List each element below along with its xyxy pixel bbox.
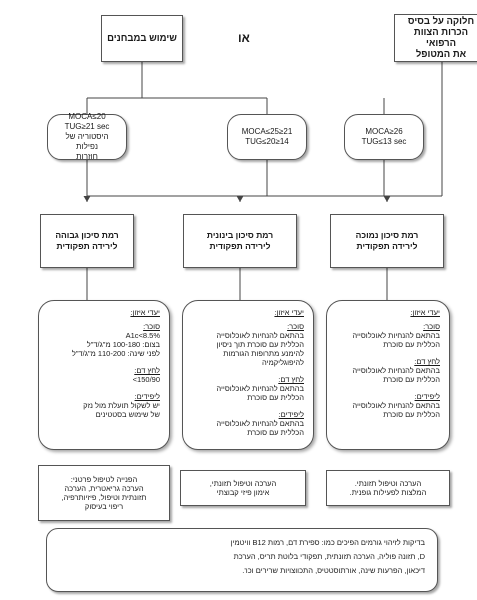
level-high-line-1: רמת סיכון גבוהה — [55, 230, 119, 240]
goals-mid-sugar-line-4: להיפוגליקמיה — [262, 358, 304, 367]
goals-mid-lipid-line-2: הכללית עם סוכרת — [247, 428, 304, 437]
reversible-factors-line-2: D, תזונה פוליה, הערכה תזונתית, תפקודי בל… — [233, 552, 425, 561]
goals-mid-bp-line-2: הכללית עם סוכרת — [247, 393, 304, 402]
level-low-box: רמת סיכון נמוכה לירידה תפקודית — [330, 214, 444, 268]
criteria-mid-line-1: 21≤MOCA≤25 — [241, 127, 293, 136]
basis-line-1: חלוקה על בסיס — [407, 16, 475, 27]
goals-mid-lipid-line-1: בהתאם להנחיות לאוכלוסייה — [216, 419, 304, 428]
criteria-low-line-1: MOCA≥26 — [365, 127, 403, 136]
goals-high-sugar-bedtime: לפני שינה: 110-200 מ"ג/ד"ל — [71, 349, 160, 358]
criteria-high-box: MOCA≤20 TUG≥21 sec היסטוריה של נפילות חו… — [47, 112, 127, 161]
goals-mid-bp-line-1: בהתאם להנחיות לאוכלוסייה — [216, 384, 304, 393]
reversible-factors-line-1: בדיקות לזיהוי גורמים הפיכים כמו: ספירת ד… — [230, 538, 425, 547]
goals-high-sugar-a1c: A1c<8.5% — [125, 331, 160, 340]
referral-mid-line-1: הערכה וטיפול תזונתי, — [209, 479, 277, 488]
goals-high-sugar-head: סוכר: — [143, 322, 160, 331]
goals-mid-sugar-line-1: בהתאם להנחיות לאוכלוסייה — [216, 331, 304, 340]
goals-low-lipid-line-1: בהתאם להנחיות לאוכלוסייה — [352, 401, 440, 410]
goals-mid-box: יעדי איזון: סוכר: בהתאם להנחיות לאוכלוסי… — [182, 300, 314, 450]
goals-high-lipid-line-2: של שימוש בסטטינים — [95, 410, 160, 419]
criteria-mid-box: 21≤MOCA≤25 14≤TUG≤20 — [227, 114, 307, 160]
goals-low-lipid-line-2: הכללית עם סוכרת — [383, 410, 440, 419]
referral-high-box: הפנייה לטיפול פרטני: הערכה גריאטרית, הער… — [38, 465, 170, 521]
level-mid-line-1: רמת סיכון בינונית — [206, 230, 274, 240]
goals-high-sugar-fasting: בצום: 100-180 מ"ג/ד"ל — [86, 340, 160, 349]
basis-line-2: הכרות הצוות הרפואי — [413, 27, 469, 49]
goals-mid-lipid-head: ליפידים: — [278, 410, 304, 419]
referral-mid-line-2: אימון פיזי קבוצתי — [216, 488, 270, 497]
criteria-high-line-2: TUG≥21 sec — [64, 122, 110, 131]
basis-line-3: את המטופל — [415, 49, 467, 60]
reversible-factors-box: בדיקות לזיהוי גורמים הפיכים כמו: ספירת ד… — [46, 528, 438, 592]
level-high-box: רמת סיכון גבוהה לירידה תפקודית — [40, 214, 134, 268]
goals-high-lipid-line-1: יש לשקול תועלת מול נזק — [83, 401, 160, 410]
criteria-low-line-2: TUG≤13 sec — [361, 137, 407, 146]
goals-high-box: יעדי איזון: סוכר: A1c<8.5% בצום: 100-180… — [38, 300, 170, 450]
criteria-low-box: MOCA≥26 TUG≤13 sec — [344, 114, 424, 160]
criteria-high-line-1: MOCA≤20 — [68, 112, 106, 121]
goals-mid-sugar-line-3: להימנע מתרופות הגורמות — [223, 349, 304, 358]
goals-mid-bp-head: לחץ דם: — [278, 375, 304, 384]
goals-low-box: יעדי איזון: סוכר: בהתאם להנחיות לאוכלוסי… — [326, 300, 450, 450]
referral-high-line-2: הערכה גריאטרית, הערכה — [64, 484, 144, 493]
goals-low-sugar-head: סוכר: — [423, 322, 440, 331]
referral-high-line-4: ריפוי בעיסוק — [84, 502, 124, 511]
or-label: או — [238, 31, 250, 45]
goals-low-sugar-line-2: הכללית עם סוכרת — [383, 340, 440, 349]
level-mid-box: רמת סיכון בינונית לירידה תפקודית — [183, 214, 297, 268]
referral-high-line-1: הפנייה לטיפול פרטני: — [70, 475, 138, 484]
goals-low-sugar-line-1: בהתאם להנחיות לאוכלוסייה — [352, 331, 440, 340]
goals-low-bp-line-1: בהתאם להנחיות לאוכלוסייה — [352, 366, 440, 375]
level-mid-line-2: לירידה תפקודית — [209, 241, 271, 251]
goals-low-bp-line-2: הכללית עם סוכרת — [383, 375, 440, 384]
reversible-factors-line-3: דיכאון, הפרעות שינה, אורתוסטטיס, התכווצו… — [242, 566, 425, 575]
tests-box: שימוש במבחנים — [101, 15, 183, 62]
goals-mid-sugar-head: סוכר: — [287, 322, 304, 331]
referral-low-line-2: המלצות לפעילות גופנית. — [349, 488, 427, 497]
goals-mid-sugar-line-2: הכללית עם סוכרת תוך ניסיון — [216, 340, 304, 349]
goals-mid-title: יעדי איזון: — [274, 308, 304, 317]
basis-box: חלוקה על בסיס הכרות הצוות הרפואי את המטו… — [394, 14, 477, 62]
goals-high-bp-head: לחץ דם: — [134, 366, 160, 375]
goals-low-lipid-head: ליפידים: — [414, 392, 440, 401]
level-low-line-1: רמת סיכון נמוכה — [355, 230, 419, 240]
referral-low-box: הערכה וטיפול תזונתי. המלצות לפעילות גופנ… — [326, 470, 450, 506]
referral-high-line-3: תזונתית וטיפול, פיזיותרפיה, — [61, 493, 147, 502]
tests-box-label: שימוש במבחנים — [107, 33, 177, 44]
goals-low-title: יעדי איזון: — [410, 308, 440, 317]
referral-low-line-1: הערכה וטיפול תזונתי. — [354, 479, 422, 488]
level-low-line-2: לירידה תפקודית — [356, 241, 418, 251]
criteria-mid-line-2: 14≤TUG≤20 — [245, 137, 289, 146]
goals-high-lipid-head: ליפידים: — [134, 392, 160, 401]
goals-high-title: יעדי איזון: — [130, 308, 160, 317]
referral-mid-box: הערכה וטיפול תזונתי, אימון פיזי קבוצתי — [180, 470, 306, 506]
goals-low-bp-head: לחץ דם: — [414, 357, 440, 366]
level-high-line-2: לירידה תפקודית — [56, 241, 118, 251]
criteria-high-line-4: חוזרות — [76, 152, 98, 161]
criteria-high-line-3: היסטוריה של נפילות — [65, 132, 109, 151]
goals-high-bp-value: <150/90 — [132, 375, 160, 384]
